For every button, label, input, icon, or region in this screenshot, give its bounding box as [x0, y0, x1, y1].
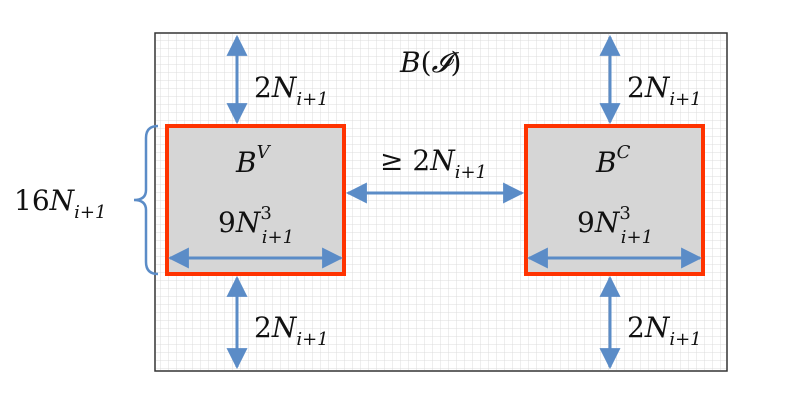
between-boxes-label: ≥ 2Ni+1 [380, 144, 487, 183]
bottom-right-gap-label: 2Ni+1 [627, 311, 702, 350]
box-bv-label: BV [235, 142, 272, 179]
top-right-gap-label: 2Ni+1 [627, 71, 702, 110]
outer-region-label: B(𝓘) [399, 46, 461, 79]
top-left-gap-label: 2Ni+1 [254, 71, 329, 110]
height-brace [133, 124, 159, 276]
bottom-left-gap-label: 2Ni+1 [254, 311, 329, 350]
height-label: 16Ni+1 [14, 184, 106, 223]
box-bc-label: BC [595, 142, 631, 179]
